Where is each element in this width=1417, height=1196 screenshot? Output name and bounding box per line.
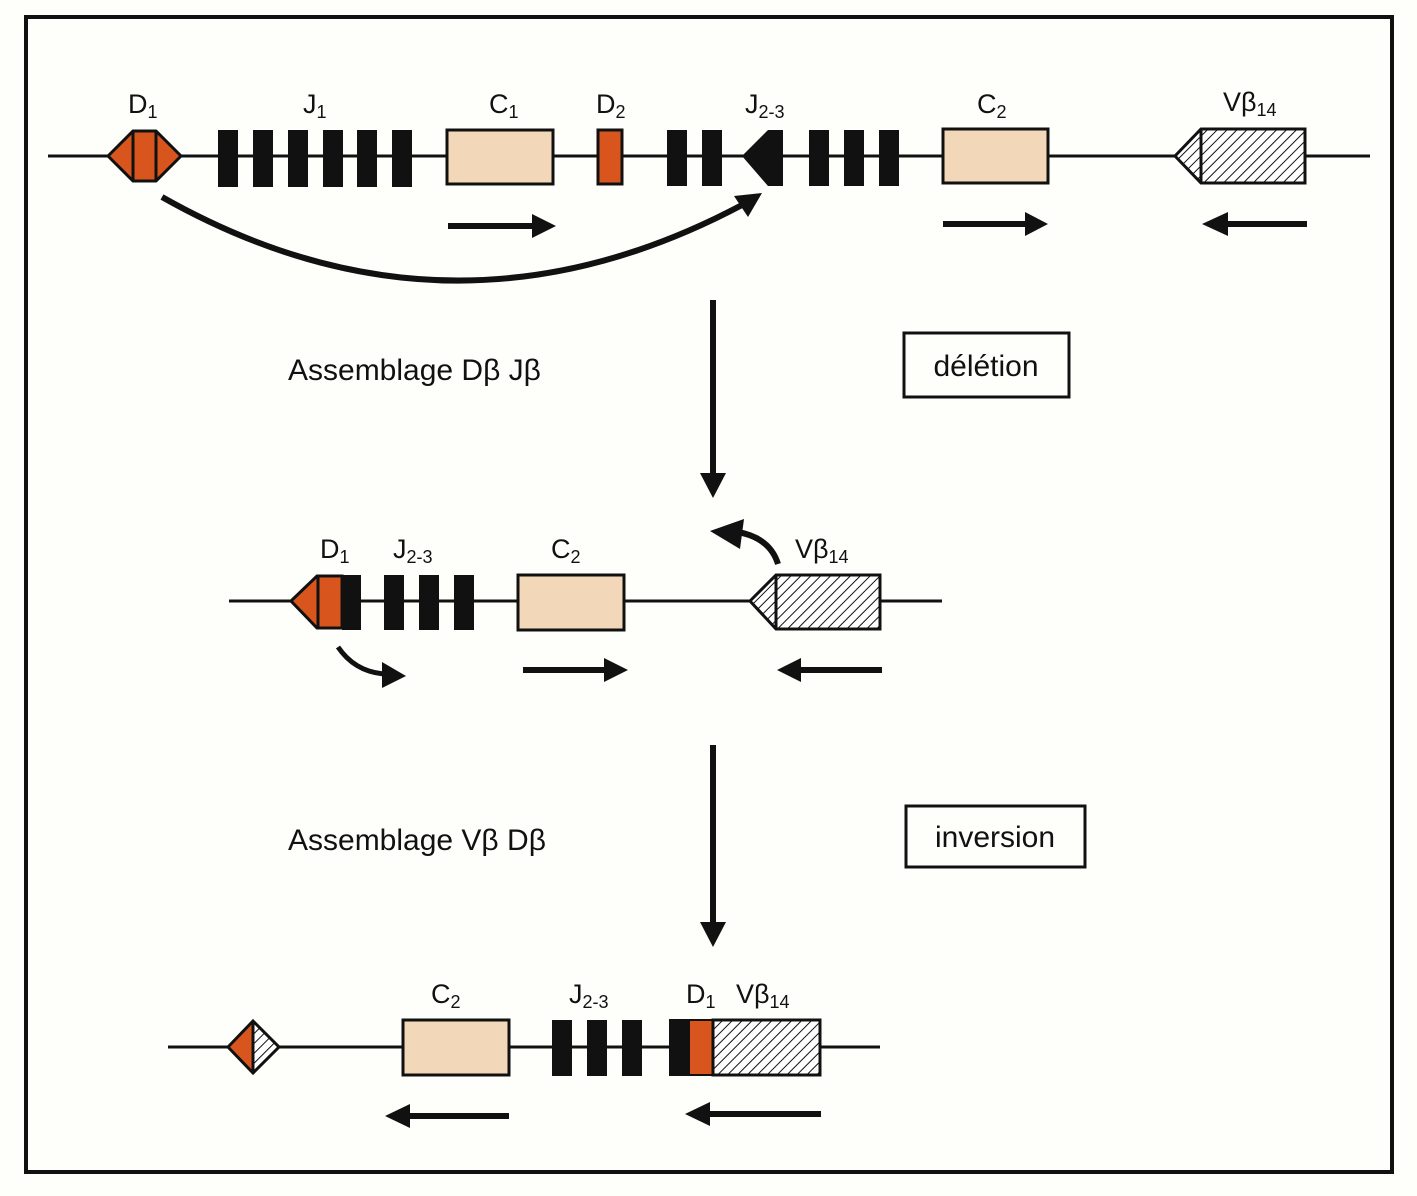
j-segment — [392, 130, 412, 187]
j-segment — [667, 130, 687, 186]
j-segment — [253, 130, 273, 187]
d1-to-j2-recombination-arrow — [160, 193, 762, 284]
j-segment — [702, 130, 722, 186]
label-c2: C2 — [431, 979, 461, 1012]
label-j1: J1 — [303, 89, 327, 122]
label-c2: C2 — [977, 89, 1007, 122]
vdj-joined-segment — [669, 1018, 822, 1077]
j-segment — [587, 1020, 607, 1076]
figure-frame — [24, 15, 1394, 1174]
j-segment — [809, 130, 829, 186]
label-c1: C1 — [489, 89, 519, 122]
label-j2-3: J2-3 — [393, 534, 433, 567]
j1-cluster — [218, 130, 412, 187]
d1-j2-joined-segment — [288, 574, 361, 630]
step2-down-arrowhead — [700, 922, 726, 947]
deletion-label: délétion — [933, 350, 1038, 383]
label-d2: D2 — [596, 89, 626, 122]
signal-joint-diamond — [225, 1018, 282, 1076]
j-segment — [844, 130, 864, 186]
label-d1: D1 — [686, 979, 716, 1012]
vdj-inverted-row: C2 J2-3 D1 Vβ14 — [168, 979, 880, 1128]
vbeta14-orientation-arrow-left — [777, 658, 882, 682]
label-d1: D1 — [320, 534, 350, 567]
step1-deletion: Assemblage Dβ Jβ délétion — [288, 300, 1071, 498]
j-segment — [288, 130, 308, 187]
j-segment — [454, 575, 474, 630]
vdj-orientation-arrow-left — [685, 1102, 821, 1126]
label-c2: C2 — [551, 534, 581, 567]
j-segment — [323, 130, 343, 187]
inversion-box — [904, 804, 1087, 869]
label-j2-3: J2-3 — [569, 979, 609, 1012]
c2-segment — [401, 1018, 511, 1077]
step2-label: Assemblage Vβ Dβ — [288, 824, 546, 857]
c1-orientation-arrow-right — [448, 214, 556, 238]
c1-segment — [445, 128, 555, 186]
d1-segment — [105, 129, 184, 183]
deletion-box — [902, 331, 1071, 399]
c2-orientation-arrow-right — [523, 658, 628, 682]
label-vbeta14: Vβ14 — [736, 979, 790, 1012]
vbeta14-orientation-arrow-left — [1202, 212, 1307, 236]
label-vbeta14: Vβ14 — [1223, 87, 1277, 120]
c2-segment — [941, 127, 1050, 185]
step1-down-arrowhead — [700, 473, 726, 498]
label-vbeta14: Vβ14 — [795, 534, 849, 567]
c2-orientation-arrow-left — [385, 1104, 509, 1128]
inversion-label: inversion — [935, 821, 1055, 854]
j2-3-target-segment — [742, 130, 783, 186]
vbeta14-segment — [747, 573, 882, 631]
j-segment — [419, 575, 439, 630]
label-j2-3: J2-3 — [745, 89, 785, 122]
vbeta14-segment — [1172, 127, 1307, 185]
step1-label: Assemblage Dβ Jβ — [288, 354, 541, 387]
c2-orientation-arrow-right — [943, 212, 1048, 236]
c2-segment — [516, 573, 626, 632]
j-segment — [218, 130, 238, 187]
step2-inversion: Assemblage Vβ Dβ inversion — [288, 745, 1087, 947]
j-segment — [552, 1020, 572, 1076]
j-segment — [622, 1020, 642, 1076]
j2-cluster — [667, 130, 899, 186]
j-segment — [384, 575, 404, 630]
germline-locus-row: D1 J1 C1 D2 J2-3 C2 Vβ14 — [48, 87, 1370, 284]
j-segment — [879, 130, 899, 186]
dj-rearranged-row: D1 J2-3 C2 Vβ14 — [229, 519, 942, 688]
d2-segment — [596, 128, 624, 186]
d1-rotation-arrow — [335, 645, 406, 688]
label-d1: D1 — [128, 89, 158, 122]
j-segment — [357, 130, 377, 187]
vbeta14-rotation-arrow — [710, 519, 781, 566]
